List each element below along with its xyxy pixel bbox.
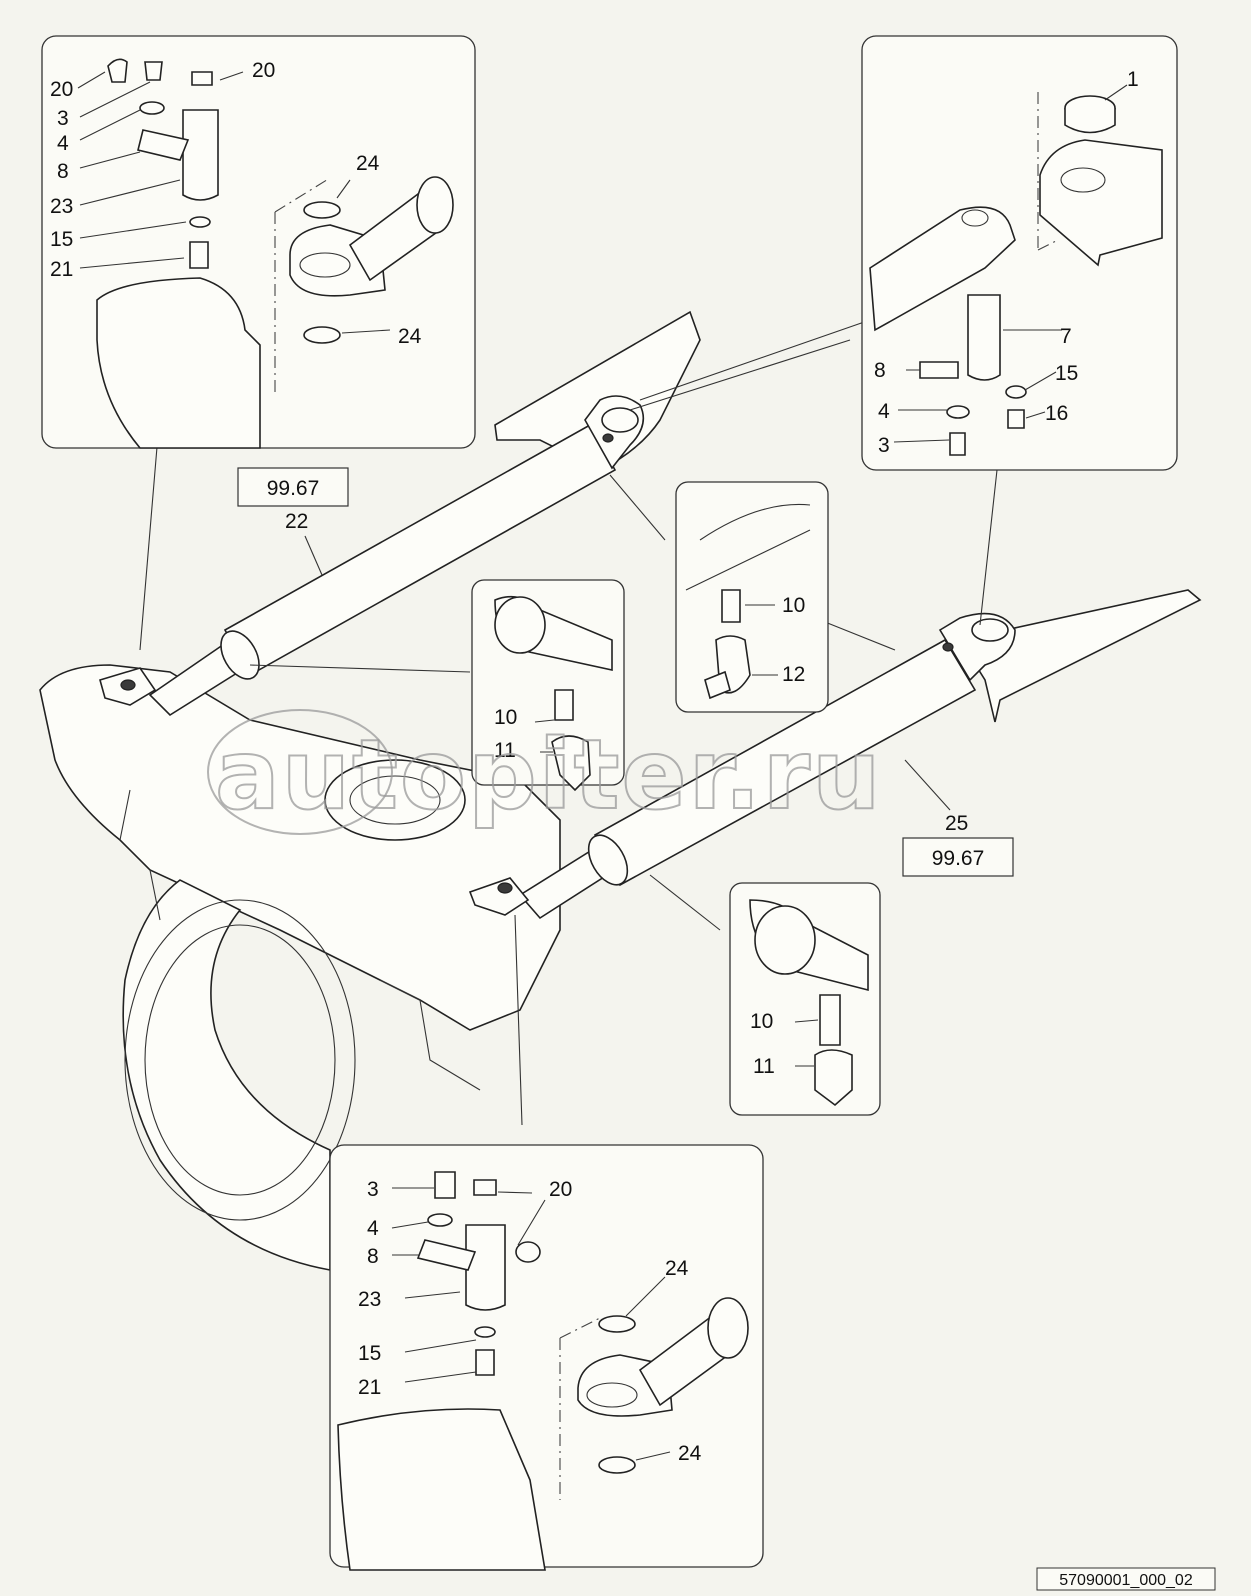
callout: 16 — [1045, 402, 1068, 425]
inset-bottom-middle — [329, 1144, 764, 1571]
callout: 20 — [50, 78, 73, 101]
callout: 10 — [782, 594, 805, 617]
callout-cylinder-25: 25 — [945, 812, 968, 835]
watermark: autopiter.ru — [207, 709, 882, 835]
callout: 4 — [57, 132, 69, 155]
callout: 3 — [57, 107, 69, 130]
callouts-right-middle: 10 11 — [750, 1010, 775, 1078]
inset-top-left — [41, 35, 476, 449]
callout: 24 — [678, 1442, 702, 1465]
reference-box-top: 99.67 — [237, 467, 349, 507]
callouts-top-right: 1 7 8 15 4 16 3 — [874, 68, 1139, 457]
callout: 15 — [50, 228, 73, 251]
callout: 21 — [50, 258, 73, 281]
figure-id-box: 57090001_000_02 — [1036, 1567, 1216, 1591]
inset-right-middle — [729, 882, 881, 1116]
watermark-text: autopiter.ru — [215, 719, 882, 831]
callout: 12 — [782, 663, 805, 686]
callout: 4 — [367, 1217, 379, 1240]
reference-number-bottom: 99.67 — [932, 847, 985, 870]
callouts-center-right: 10 12 — [782, 594, 805, 686]
axle-housing — [39, 664, 561, 1271]
cylinder-22 — [99, 395, 645, 717]
callout: 1 — [1127, 68, 1139, 91]
callout: 11 — [753, 1055, 775, 1078]
inset-top-right — [861, 35, 1178, 471]
callout: 3 — [878, 434, 890, 457]
callout: 24 — [356, 152, 380, 175]
reference-number-top: 99.67 — [267, 477, 320, 500]
callout: 21 — [358, 1376, 381, 1399]
leader-25 — [904, 759, 951, 811]
callout: 7 — [1060, 325, 1072, 348]
callout: 3 — [367, 1178, 379, 1201]
cylinder-25 — [468, 612, 1016, 920]
callout: 8 — [367, 1245, 379, 1268]
callouts-top-left: 20 3 4 8 23 15 21 20 24 24 — [50, 59, 422, 348]
callout: 10 — [750, 1010, 773, 1033]
right-bracket-plate — [958, 589, 1202, 723]
callout: 8 — [57, 160, 69, 183]
callout: 24 — [665, 1257, 689, 1280]
callout: 8 — [874, 359, 886, 382]
leader-lines — [139, 319, 998, 1126]
leader-22 — [304, 535, 323, 576]
callout: 23 — [358, 1288, 381, 1311]
callout: 4 — [878, 400, 890, 423]
callout: 23 — [50, 195, 73, 218]
figure-id: 57090001_000_02 — [1059, 1572, 1193, 1589]
callouts-bottom-middle: 3 20 4 8 23 24 15 21 24 — [358, 1178, 702, 1465]
callout: 24 — [398, 325, 422, 348]
callout-cylinder-22: 22 — [285, 510, 308, 533]
callout: 11 — [494, 739, 516, 762]
callout: 10 — [494, 706, 517, 729]
callout: 20 — [549, 1178, 572, 1201]
callouts-center-left: 10 11 — [494, 706, 517, 762]
inset-center-right — [675, 481, 829, 713]
callout: 20 — [252, 59, 275, 82]
callout: 15 — [358, 1342, 381, 1365]
callout: 15 — [1055, 362, 1078, 385]
inset-center-left — [471, 579, 625, 792]
reference-box-bottom: 99.67 — [902, 837, 1014, 877]
